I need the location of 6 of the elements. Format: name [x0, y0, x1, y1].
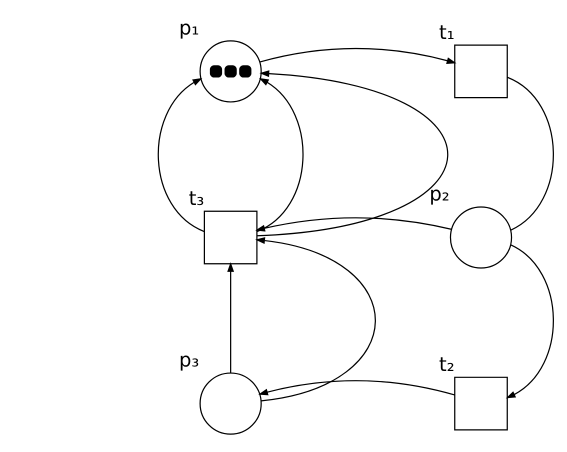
node-label: p₃ [179, 348, 200, 372]
node-label: p₁ [179, 16, 200, 40]
node-label: t₁ [439, 20, 455, 44]
node-label: t₃ [188, 186, 204, 210]
node-label: p₂ [429, 182, 450, 206]
node-label: t₂ [439, 352, 455, 376]
